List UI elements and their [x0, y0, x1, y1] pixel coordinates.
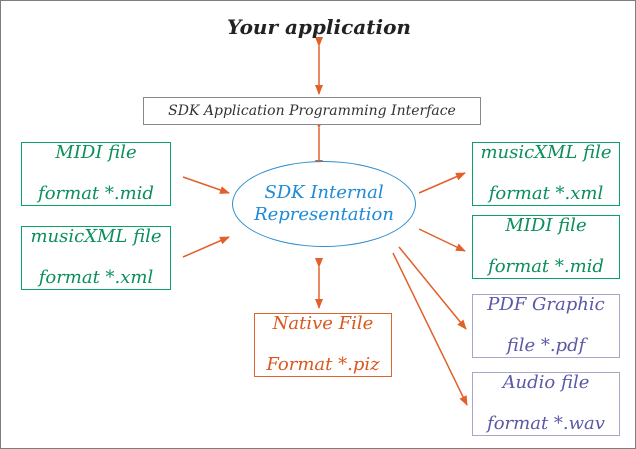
musicxml-input-box: musicXML file format *.xml [21, 226, 171, 290]
pdf-output-line1: PDF Graphic [487, 293, 605, 315]
musicxml-output-box: musicXML file format *.xml [472, 142, 620, 206]
pdf-output-box: PDF Graphic file *.pdf [472, 294, 620, 358]
audio-output-line2: format *.wav [487, 413, 605, 435]
audio-output-box: Audio file format *.wav [472, 372, 620, 436]
native-line1: Native File [272, 312, 374, 334]
musicxml-input-line2: format *.xml [38, 267, 154, 289]
arrow-core-to-musicxml-out [418, 172, 466, 194]
midi-input-line1: MIDI file [55, 141, 137, 163]
audio-output-line1: Audio file [502, 371, 590, 393]
sdk-internal-representation: SDK Internal Representation [232, 161, 416, 247]
pdf-output-line2: file *.pdf [506, 335, 586, 357]
arrow-core-to-pdf-out [398, 246, 467, 330]
native-format-box: Native File Format *.piz [254, 313, 392, 377]
api-box: SDK Application Programming Interface [143, 97, 481, 125]
arrow-midi-in-to-core [182, 176, 230, 194]
arrow-core-to-midi-out [418, 228, 466, 252]
musicxml-output-line2: format *.xml [488, 183, 604, 205]
arrow-core-to-audio-out [392, 252, 468, 406]
musicxml-output-line1: musicXML file [480, 141, 612, 163]
musicxml-input-line1: musicXML file [30, 225, 162, 247]
native-line2: Format *.piz [266, 354, 380, 376]
midi-output-line1: MIDI file [505, 214, 587, 236]
arrow-musicxml-in-to-core [182, 236, 230, 258]
diagram-title: Your application [227, 15, 411, 39]
midi-input-box: MIDI file format *.mid [21, 142, 171, 206]
midi-input-line2: format *.mid [38, 183, 154, 205]
midi-output-box: MIDI file format *.mid [472, 215, 620, 279]
core-line1: SDK Internal [264, 182, 384, 204]
api-label: SDK Application Programming Interface [168, 102, 456, 119]
core-line2: Representation [254, 204, 394, 225]
midi-output-line2: format *.mid [488, 256, 604, 278]
